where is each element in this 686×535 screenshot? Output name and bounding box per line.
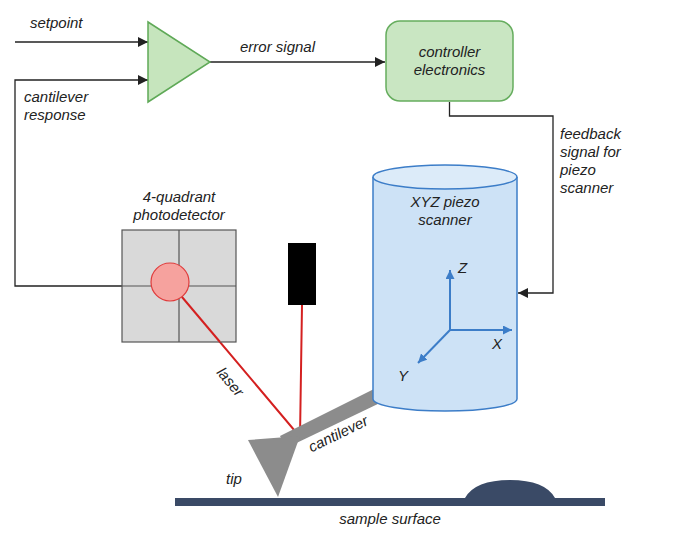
signal-name: feedback signal for piezo scanner bbox=[560, 125, 644, 197]
axis-arrow bbox=[418, 330, 450, 363]
axis-label: X bbox=[492, 335, 502, 353]
detector-square bbox=[122, 230, 236, 342]
signal-name: error signal bbox=[240, 38, 315, 56]
detector-title: 4-quadrant photodetector bbox=[118, 188, 240, 224]
axis-label: Z bbox=[458, 259, 467, 277]
tip-shape bbox=[248, 436, 300, 497]
axis-arrow bbox=[449, 270, 451, 330]
laser-beam bbox=[182, 297, 302, 437]
axis-arrow bbox=[450, 329, 512, 331]
scanner-title: XYZ piezo scanner bbox=[372, 193, 518, 229]
piezo-scanner: XYZ piezo scannerZ X Y bbox=[372, 163, 518, 413]
laser-source bbox=[288, 243, 316, 305]
error-wire bbox=[210, 61, 385, 62]
cylinder-top bbox=[373, 165, 517, 189]
surface-label: sample surface bbox=[175, 510, 605, 528]
signal-name: cantilever response bbox=[24, 88, 124, 124]
box-title: controller electronics bbox=[385, 43, 514, 79]
signal-name: setpoint bbox=[30, 14, 83, 32]
setpoint-wire bbox=[15, 41, 148, 42]
axis-label: Y bbox=[398, 367, 408, 385]
controller-box: controller electronics bbox=[385, 20, 514, 102]
part-label: tip bbox=[226, 470, 242, 488]
laser-beam bbox=[182, 297, 220, 342]
photodetector: 4-quadrant photodetector bbox=[118, 188, 240, 344]
laser-spot bbox=[151, 263, 189, 301]
amplifier-symbol bbox=[148, 22, 210, 102]
cylinder-body bbox=[373, 177, 517, 411]
box-outline bbox=[386, 21, 513, 101]
